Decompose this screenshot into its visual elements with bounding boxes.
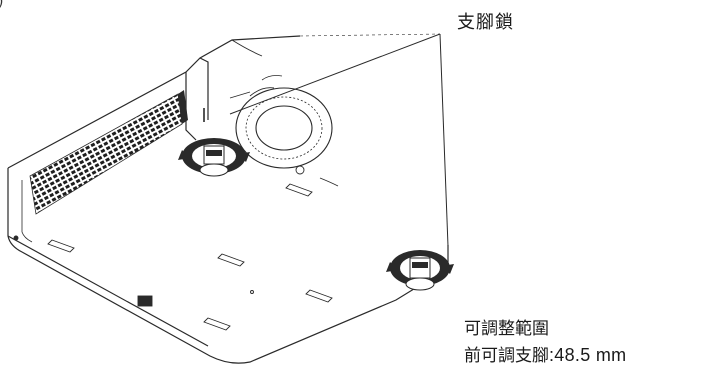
lens-icon: [229, 75, 333, 169]
leader-lines: [229, 33, 449, 247]
range-value: :48.5 mm: [549, 345, 627, 365]
adjustable-foot-icon: [178, 138, 250, 177]
foot-lock-label: 支腳鎖: [457, 12, 514, 33]
rotation-arrow-icon: [386, 262, 398, 272]
range-prefix: 前可調支腳: [464, 346, 549, 366]
bottom-features: [13, 108, 415, 331]
range-line: 前可調支腳:48.5 mm: [464, 342, 626, 369]
adjustment-range-note: 可調整範圍 前可調支腳:48.5 mm: [464, 316, 626, 369]
range-title: 可調整範圍: [464, 319, 549, 339]
adjustable-foot-icon: [386, 250, 454, 291]
vent-grille: [29, 90, 188, 215]
projector-body: [7, 35, 449, 364]
rotation-arrow-icon: [178, 150, 190, 160]
cropped-mark: ): [0, 0, 3, 10]
